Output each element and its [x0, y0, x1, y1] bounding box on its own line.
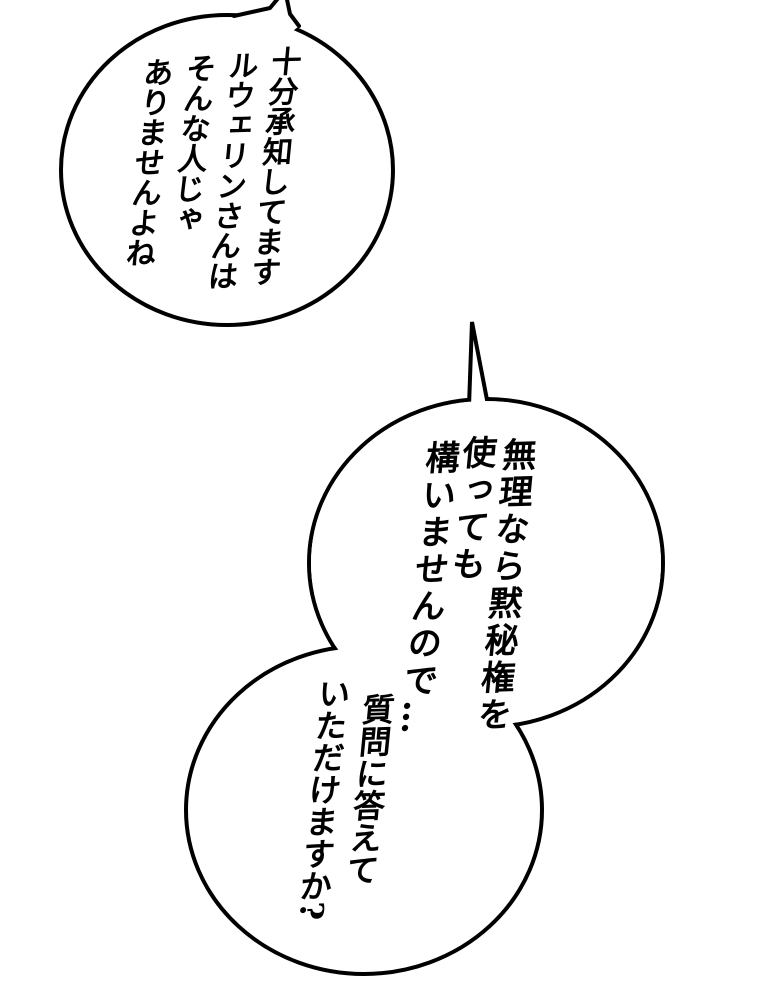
bubble-1-tail — [232, 0, 301, 28]
bubble-2-tail — [467, 321, 490, 408]
bubble-merge-eraser — [311, 401, 661, 725]
bubble-1-shape — [59, 13, 395, 327]
